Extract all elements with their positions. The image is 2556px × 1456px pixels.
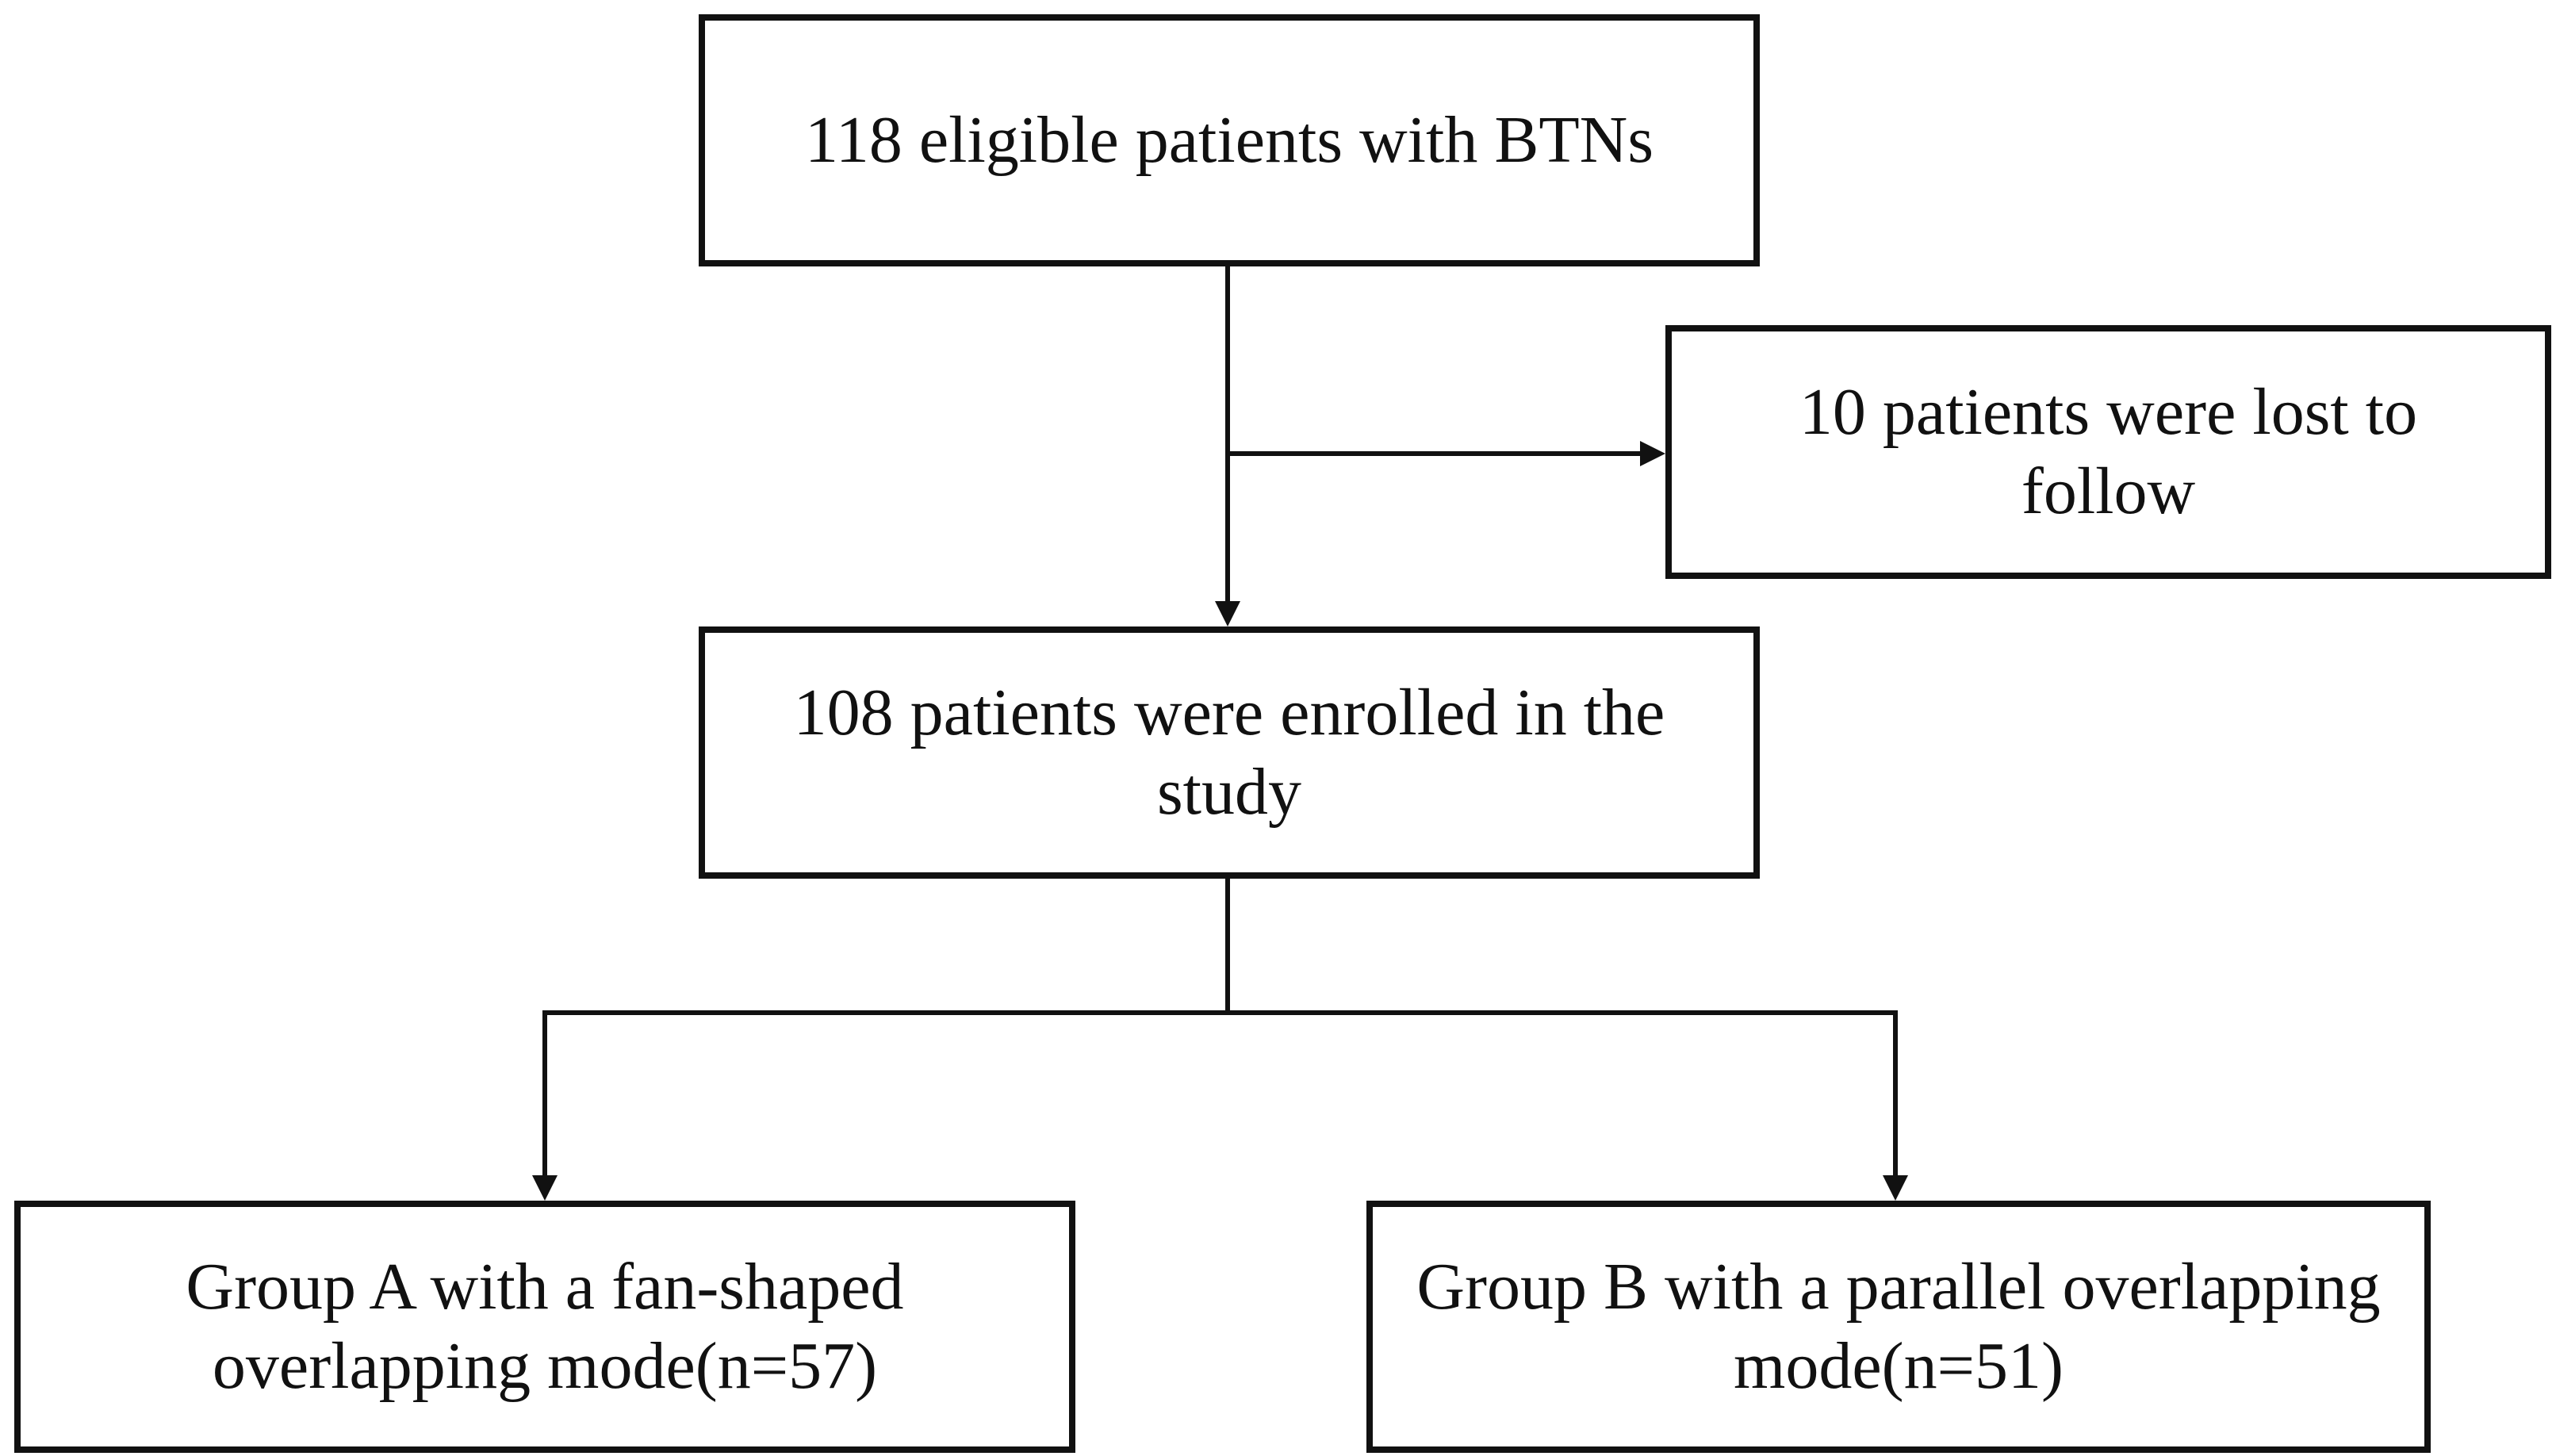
arrowhead-enrolled <box>1215 601 1240 626</box>
enrolled-patients-text: 108 patients were enrolled in the study <box>793 676 1665 829</box>
eligible-patients-text: 118 eligible patients with BTNs <box>804 103 1654 177</box>
arrowhead-group-a <box>532 1175 558 1201</box>
arrowhead-group-b <box>1883 1175 1908 1201</box>
eligible-patients-box: 118 eligible patients with BTNs <box>699 14 1760 266</box>
lost-to-follow-box: 10 patients were lost to follow <box>1665 325 2551 579</box>
group-a-box: Group A with a fan-shaped overlapping mo… <box>14 1201 1075 1453</box>
group-b-text: Group B with a parallel overlapping mode… <box>1416 1250 2381 1403</box>
lost-to-follow-text: 10 patients were lost to follow <box>1799 375 2418 528</box>
group-a-text: Group A with a fan-shaped overlapping mo… <box>186 1250 904 1403</box>
group-b-box: Group B with a parallel overlapping mode… <box>1366 1201 2431 1453</box>
enrolled-patients-box: 108 patients were enrolled in the study <box>699 626 1760 879</box>
arrowhead-lost <box>1640 441 1665 466</box>
